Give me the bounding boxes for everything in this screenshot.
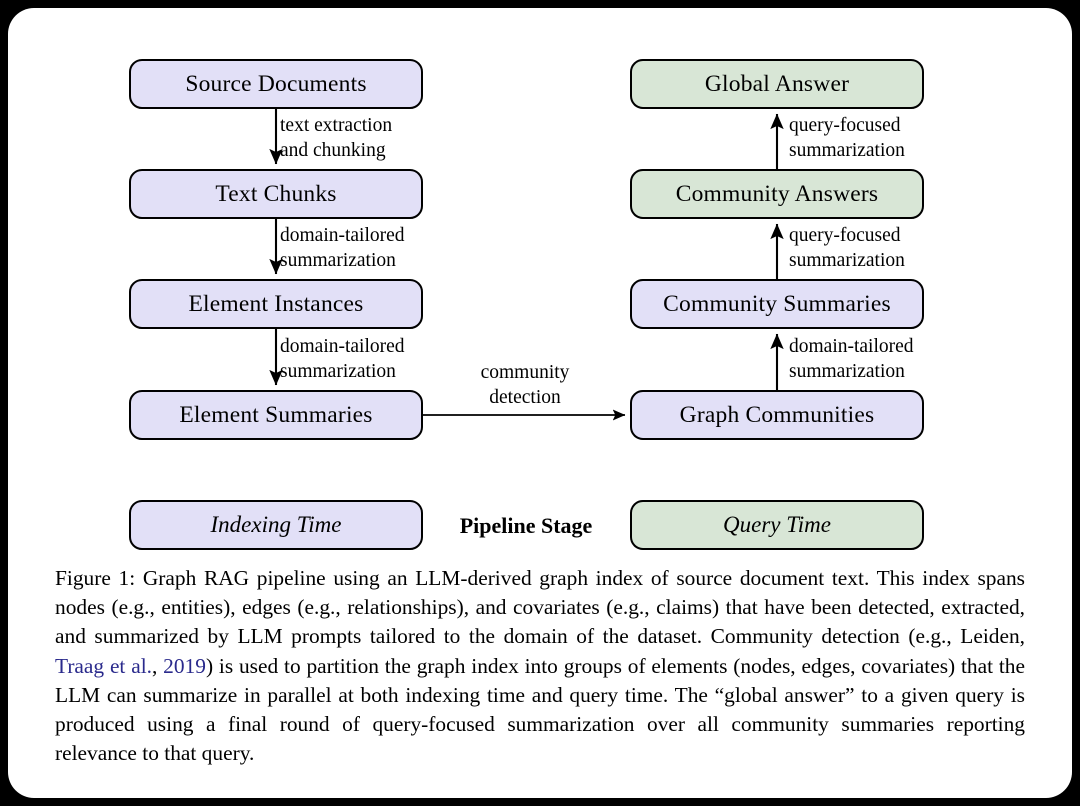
edge-label-line-2: detection bbox=[489, 387, 561, 408]
edge-label-line-1: domain-tailored bbox=[789, 336, 914, 357]
node-graph-communities[interactable]: Graph Communities bbox=[630, 390, 924, 440]
edge-label-line-1: query-focused bbox=[789, 225, 901, 246]
legend-title-label: Pipeline Stage bbox=[459, 513, 593, 538]
edge-label-line-2: summarization bbox=[280, 250, 396, 271]
citation-separator: , bbox=[152, 653, 164, 678]
caption-prefix: Figure 1: bbox=[55, 566, 136, 590]
caption-text-part-1: Graph RAG pipeline using an LLM-derived … bbox=[55, 566, 1025, 649]
edge-label-line-2: and chunking bbox=[280, 140, 386, 161]
pipeline-diagram: Source Documents Text Chunks Element Ins… bbox=[8, 8, 1072, 553]
figure-caption: Figure 1: Graph RAG pipeline using an LL… bbox=[55, 564, 1025, 768]
node-label: Graph Communities bbox=[679, 401, 875, 428]
citation-author-link[interactable]: Traag et al. bbox=[55, 653, 152, 678]
edge-label-text-extraction: text extraction and chunking bbox=[280, 113, 392, 163]
node-label: Community Answers bbox=[675, 180, 879, 207]
node-global-answer[interactable]: Global Answer bbox=[630, 59, 924, 109]
edge-label-community-detection: community detection bbox=[460, 360, 590, 410]
edge-label-line-1: community bbox=[480, 362, 570, 383]
legend-label: Query Time bbox=[723, 512, 831, 537]
edge-label-line-1: text extraction bbox=[280, 115, 393, 136]
edge-label-line-1: domain-tailored bbox=[280, 225, 405, 246]
node-element-summaries[interactable]: Element Summaries bbox=[129, 390, 423, 440]
edge-label-query-focused-2: query-focused summarization bbox=[789, 223, 905, 273]
edge-label-line-2: summarization bbox=[789, 250, 905, 271]
node-community-summaries[interactable]: Community Summaries bbox=[630, 279, 924, 329]
edge-label-line-2: summarization bbox=[280, 361, 396, 382]
node-label: Source Documents bbox=[185, 70, 367, 97]
node-source-documents[interactable]: Source Documents bbox=[129, 59, 423, 109]
node-text-chunks[interactable]: Text Chunks bbox=[129, 169, 423, 219]
node-element-instances[interactable]: Element Instances bbox=[129, 279, 423, 329]
legend-query-time[interactable]: Query Time bbox=[630, 500, 924, 550]
node-community-answers[interactable]: Community Answers bbox=[630, 169, 924, 219]
edge-label-line-1: query-focused bbox=[789, 115, 901, 136]
node-label: Text Chunks bbox=[215, 180, 337, 207]
citation-year-link[interactable]: 2019 bbox=[163, 653, 206, 678]
legend-label: Indexing Time bbox=[210, 512, 342, 537]
edge-label-domain-summarization-3: domain-tailored summarization bbox=[789, 334, 914, 384]
edge-label-domain-summarization-1: domain-tailored summarization bbox=[280, 223, 405, 273]
caption-text-part-2: ) is used to partition the graph index i… bbox=[55, 653, 1025, 766]
edge-label-query-focused-1: query-focused summarization bbox=[789, 113, 905, 163]
node-label: Element Summaries bbox=[179, 401, 373, 428]
edge-label-line-2: summarization bbox=[789, 361, 905, 382]
figure-page: Source Documents Text Chunks Element Ins… bbox=[8, 8, 1072, 798]
edge-label-line-2: summarization bbox=[789, 140, 905, 161]
legend-pipeline-stage: Pipeline Stage bbox=[436, 513, 616, 539]
node-label: Element Instances bbox=[188, 290, 364, 317]
edge-label-domain-summarization-2: domain-tailored summarization bbox=[280, 334, 405, 384]
node-label: Community Summaries bbox=[663, 290, 891, 317]
legend-indexing-time[interactable]: Indexing Time bbox=[129, 500, 423, 550]
edge-label-line-1: domain-tailored bbox=[280, 336, 405, 357]
node-label: Global Answer bbox=[704, 70, 850, 97]
